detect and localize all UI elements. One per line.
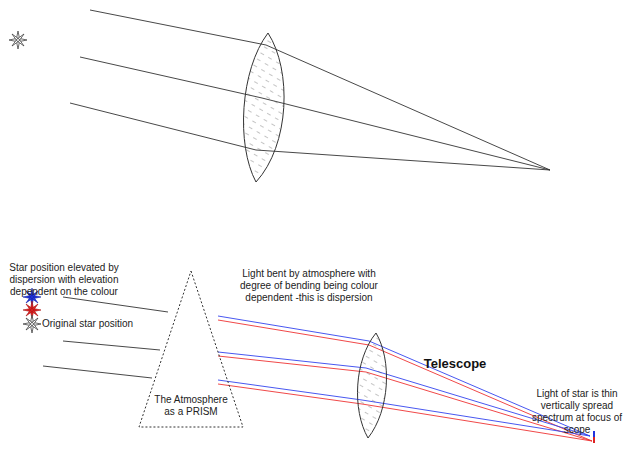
spectrum — [593, 437, 595, 443]
spectrum — [593, 431, 595, 437]
annotation: Light bent by atmosphere with degree of … — [234, 268, 384, 304]
annotation: Original star position — [42, 318, 162, 330]
lens — [358, 333, 387, 438]
incoming-rays — [43, 297, 168, 378]
star-icon — [23, 315, 41, 333]
prism-label: The Atmosphere as a PRISM — [138, 394, 244, 418]
telescope-label: Telescope — [410, 356, 500, 371]
star-icon — [9, 31, 27, 49]
annotation: Light of star is thin vertically spread … — [528, 388, 626, 436]
lens — [244, 33, 285, 182]
prism-triangle: The Atmosphere as a PRISM — [138, 270, 244, 428]
annotation: Star position elevated by dispersion wit… — [2, 262, 126, 298]
light-rays — [70, 10, 550, 170]
